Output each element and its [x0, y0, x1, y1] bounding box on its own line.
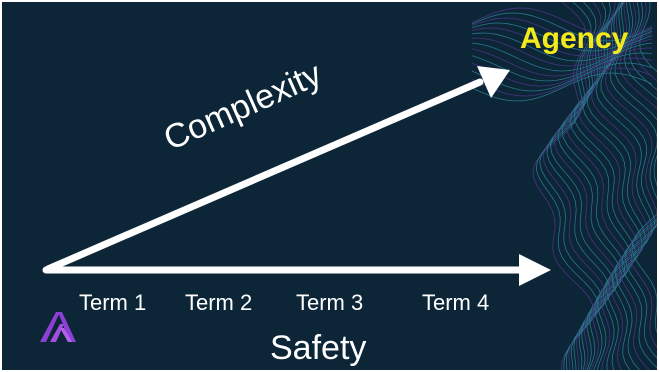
wave-line	[471, 17, 653, 47]
wave-line	[628, 2, 657, 348]
wave-line	[471, 22, 653, 52]
term-4-label: Term 4	[422, 290, 490, 315]
complexity-arrowhead-icon	[477, 66, 510, 98]
agency-label: Agency	[520, 22, 629, 55]
wave-line	[471, 52, 653, 82]
logo-mark-icon	[40, 312, 76, 342]
wave-line	[471, 42, 653, 72]
wave-line	[595, 2, 653, 370]
wave-line	[471, 72, 653, 102]
safety-arrowhead-icon	[519, 254, 551, 286]
term-2-label: Term 2	[185, 290, 253, 315]
wave-line	[471, 12, 653, 42]
wave-line	[614, 2, 657, 370]
wave-line	[471, 27, 653, 57]
wave-line	[471, 32, 653, 62]
wave-line	[600, 2, 655, 370]
wave-line	[631, 2, 657, 334]
term-3-label: Term 3	[296, 290, 364, 315]
wave-line	[471, 62, 653, 92]
complexity-arrow-shaft	[44, 78, 484, 273]
wave-line	[471, 7, 653, 37]
safety-label: Safety	[270, 329, 367, 367]
wave-line	[471, 67, 653, 97]
wave-line	[609, 2, 657, 370]
wave-line	[554, 2, 618, 370]
wave-line	[546, 2, 611, 370]
term-1-label: Term 1	[79, 290, 147, 315]
wave-line	[471, 47, 652, 77]
wave-line	[550, 2, 615, 370]
wave-line	[472, 37, 653, 67]
wave-line	[604, 2, 657, 370]
